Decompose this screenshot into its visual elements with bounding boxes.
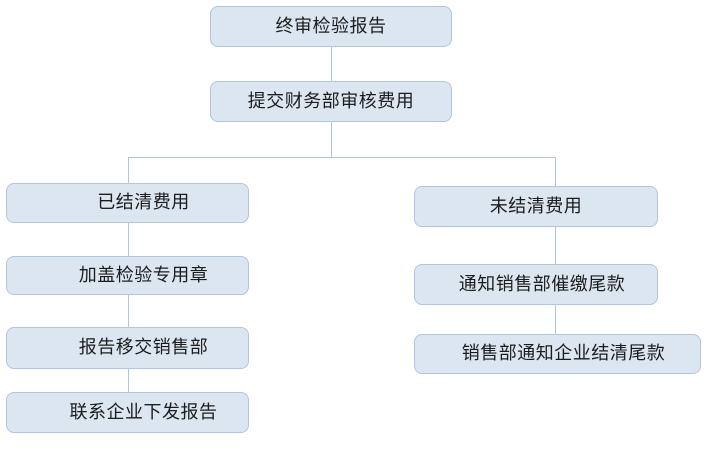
node-notify-sales-dunning-label: 通知销售部催缴尾款 — [458, 273, 626, 295]
connector-branch-left-down — [128, 157, 129, 183]
node-fees-unsettled-label: 未结清费用 — [489, 195, 583, 217]
node-notify-sales-dunning: 通知销售部催缴尾款 — [414, 264, 658, 305]
connector-settled-to-stamp — [128, 223, 129, 256]
node-sales-notify-enterprise: 销售部通知企业结清尾款 — [414, 334, 701, 374]
node-final-report: 终审检验报告 — [210, 6, 452, 47]
node-stamp-seal-label: 加盖检验专用章 — [78, 264, 209, 286]
node-submit-finance-label: 提交财务部审核费用 — [247, 90, 415, 112]
node-submit-finance: 提交财务部审核费用 — [210, 81, 452, 122]
node-report-to-sales-label: 报告移交销售部 — [78, 337, 209, 358]
node-report-to-sales: 报告移交销售部 — [6, 327, 249, 369]
node-stamp-seal: 加盖检验专用章 — [6, 256, 249, 295]
node-contact-enterprise: 联系企业下发报告 — [6, 392, 249, 433]
node-fees-unsettled: 未结清费用 — [414, 186, 658, 227]
connector-branch-horizontal — [128, 157, 556, 158]
connector-notify-to-sales-notify — [555, 305, 556, 334]
node-fees-settled-label: 已结清费用 — [97, 192, 190, 213]
connector-stamp-to-transfer — [128, 295, 129, 327]
connector-unsettled-to-notify — [555, 227, 556, 264]
node-contact-enterprise-label: 联系企业下发报告 — [69, 401, 218, 423]
node-sales-notify-enterprise-label: 销售部通知企业结清尾款 — [461, 343, 666, 364]
node-fees-settled: 已结清费用 — [6, 183, 249, 223]
connector-branch-right-down — [555, 157, 556, 186]
node-final-report-label: 终审检验报告 — [275, 15, 387, 37]
connector-transfer-to-contact — [128, 369, 129, 392]
connector-submit-down — [331, 122, 332, 157]
connector-final-to-submit — [331, 47, 332, 81]
